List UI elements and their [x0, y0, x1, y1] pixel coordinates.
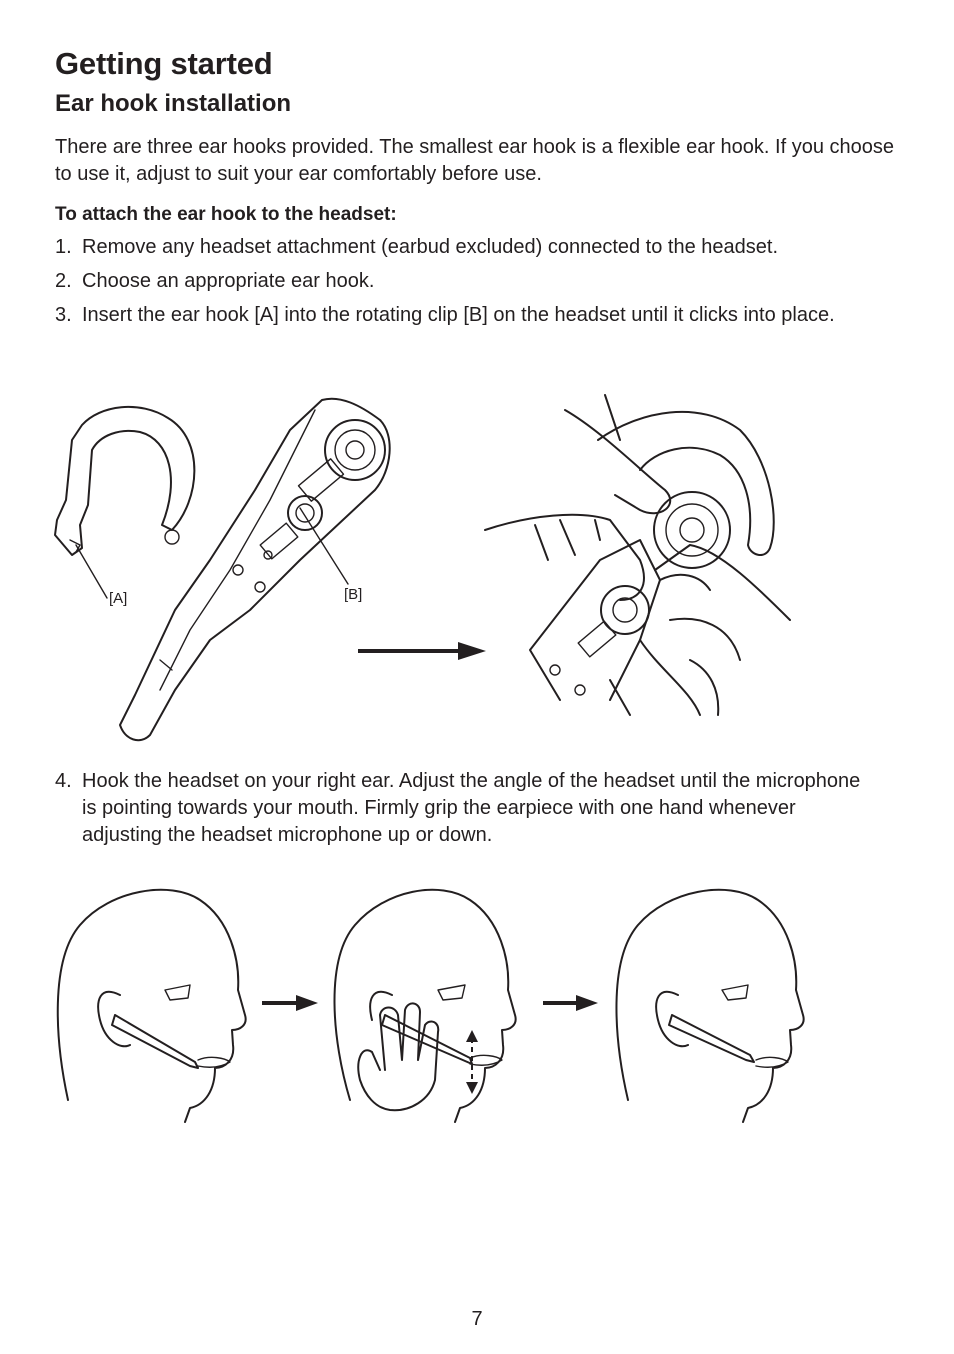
step-number: 4. [55, 770, 72, 792]
right-arrow-icon [543, 995, 598, 1011]
step-text: Remove any headset attachment (earbud ex… [82, 236, 779, 258]
right-arrow-icon [358, 642, 486, 660]
head-with-headset-1 [56, 888, 247, 1123]
ear-hook-illustration: [A] [B] [54, 394, 791, 742]
headset-drawing [119, 397, 391, 742]
step-text: Choose an appropriate ear hook. [82, 270, 375, 292]
right-arrow-icon [262, 995, 318, 1011]
leader-line-b [299, 507, 349, 585]
label-b: [B] [344, 586, 362, 603]
headset-wearing-illustration [56, 888, 805, 1123]
procedure-title: To attach the ear hook to the headset: [55, 204, 397, 225]
step-number: 1. [55, 236, 72, 258]
step-text: Hook the headset on your right ear. Adju… [82, 770, 861, 846]
intro-paragraph: There are three ear hooks provided. The … [55, 136, 894, 185]
section-title: Ear hook installation [55, 90, 292, 117]
page-title: Getting started [55, 46, 273, 81]
head-adjusting-headset [333, 888, 517, 1123]
step-text: Insert the ear hook [A] into the rotatin… [82, 304, 835, 326]
label-a: [A] [109, 590, 127, 607]
head-with-headset-3 [615, 888, 805, 1123]
leader-line-a [75, 544, 108, 599]
step-number: 3. [55, 304, 72, 326]
hand-inserting-hook-drawing [484, 394, 791, 716]
ear-hook-drawing [54, 405, 196, 556]
step-number: 2. [55, 270, 72, 292]
page-number: 7 [471, 1308, 483, 1330]
